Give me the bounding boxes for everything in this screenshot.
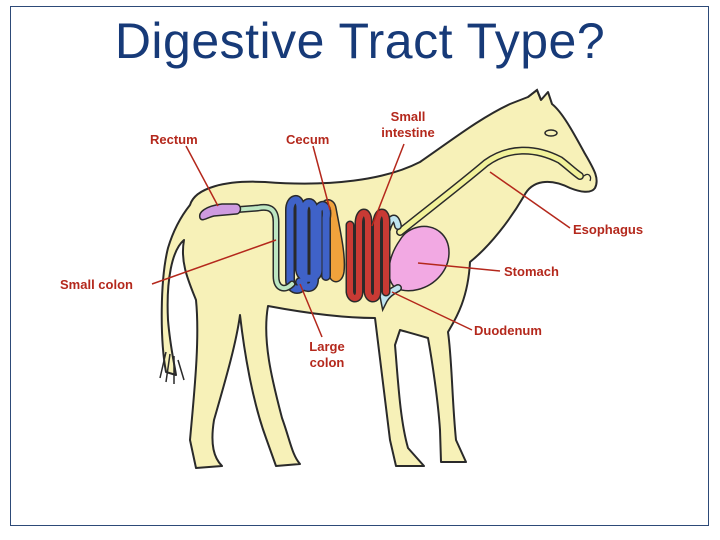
large-colon-fill <box>286 196 330 293</box>
duodenum-label: Duodenum <box>474 323 542 338</box>
esophagus-fill <box>397 148 583 235</box>
rectum-label: Rectum <box>150 132 198 147</box>
cecum-label: Cecum <box>286 132 329 147</box>
small-colon-leader <box>151 239 277 285</box>
esophagus-label: Esophagus <box>573 222 643 237</box>
slide-frame <box>10 6 709 526</box>
small-intestine-label-line2: intestine <box>381 125 434 140</box>
stomach-leader <box>417 262 501 272</box>
stomach-label: Stomach <box>504 264 559 279</box>
horse-ear <box>527 88 542 101</box>
duodenum-leader <box>391 291 473 331</box>
small-colon-label: Small colon <box>60 277 133 292</box>
rectum-leader <box>185 145 219 207</box>
esophagus-leader <box>489 171 571 229</box>
rectum-organ <box>198 203 242 221</box>
small-colon-fill <box>230 205 294 291</box>
small-intestine-leader <box>371 143 405 227</box>
large-colon-label-line1: Large <box>309 339 344 354</box>
slide-title: Digestive Tract Type? <box>114 13 606 69</box>
horse-eye <box>544 129 558 137</box>
large-colon-leader <box>299 283 323 338</box>
cecum-leader <box>312 145 331 211</box>
small-intestine-fill <box>347 210 389 301</box>
small-intestine-label-line1: Small <box>391 109 426 124</box>
horse-nostril <box>583 173 592 182</box>
large-colon-label-line2: colon <box>310 355 345 370</box>
tail-hair <box>159 351 185 384</box>
